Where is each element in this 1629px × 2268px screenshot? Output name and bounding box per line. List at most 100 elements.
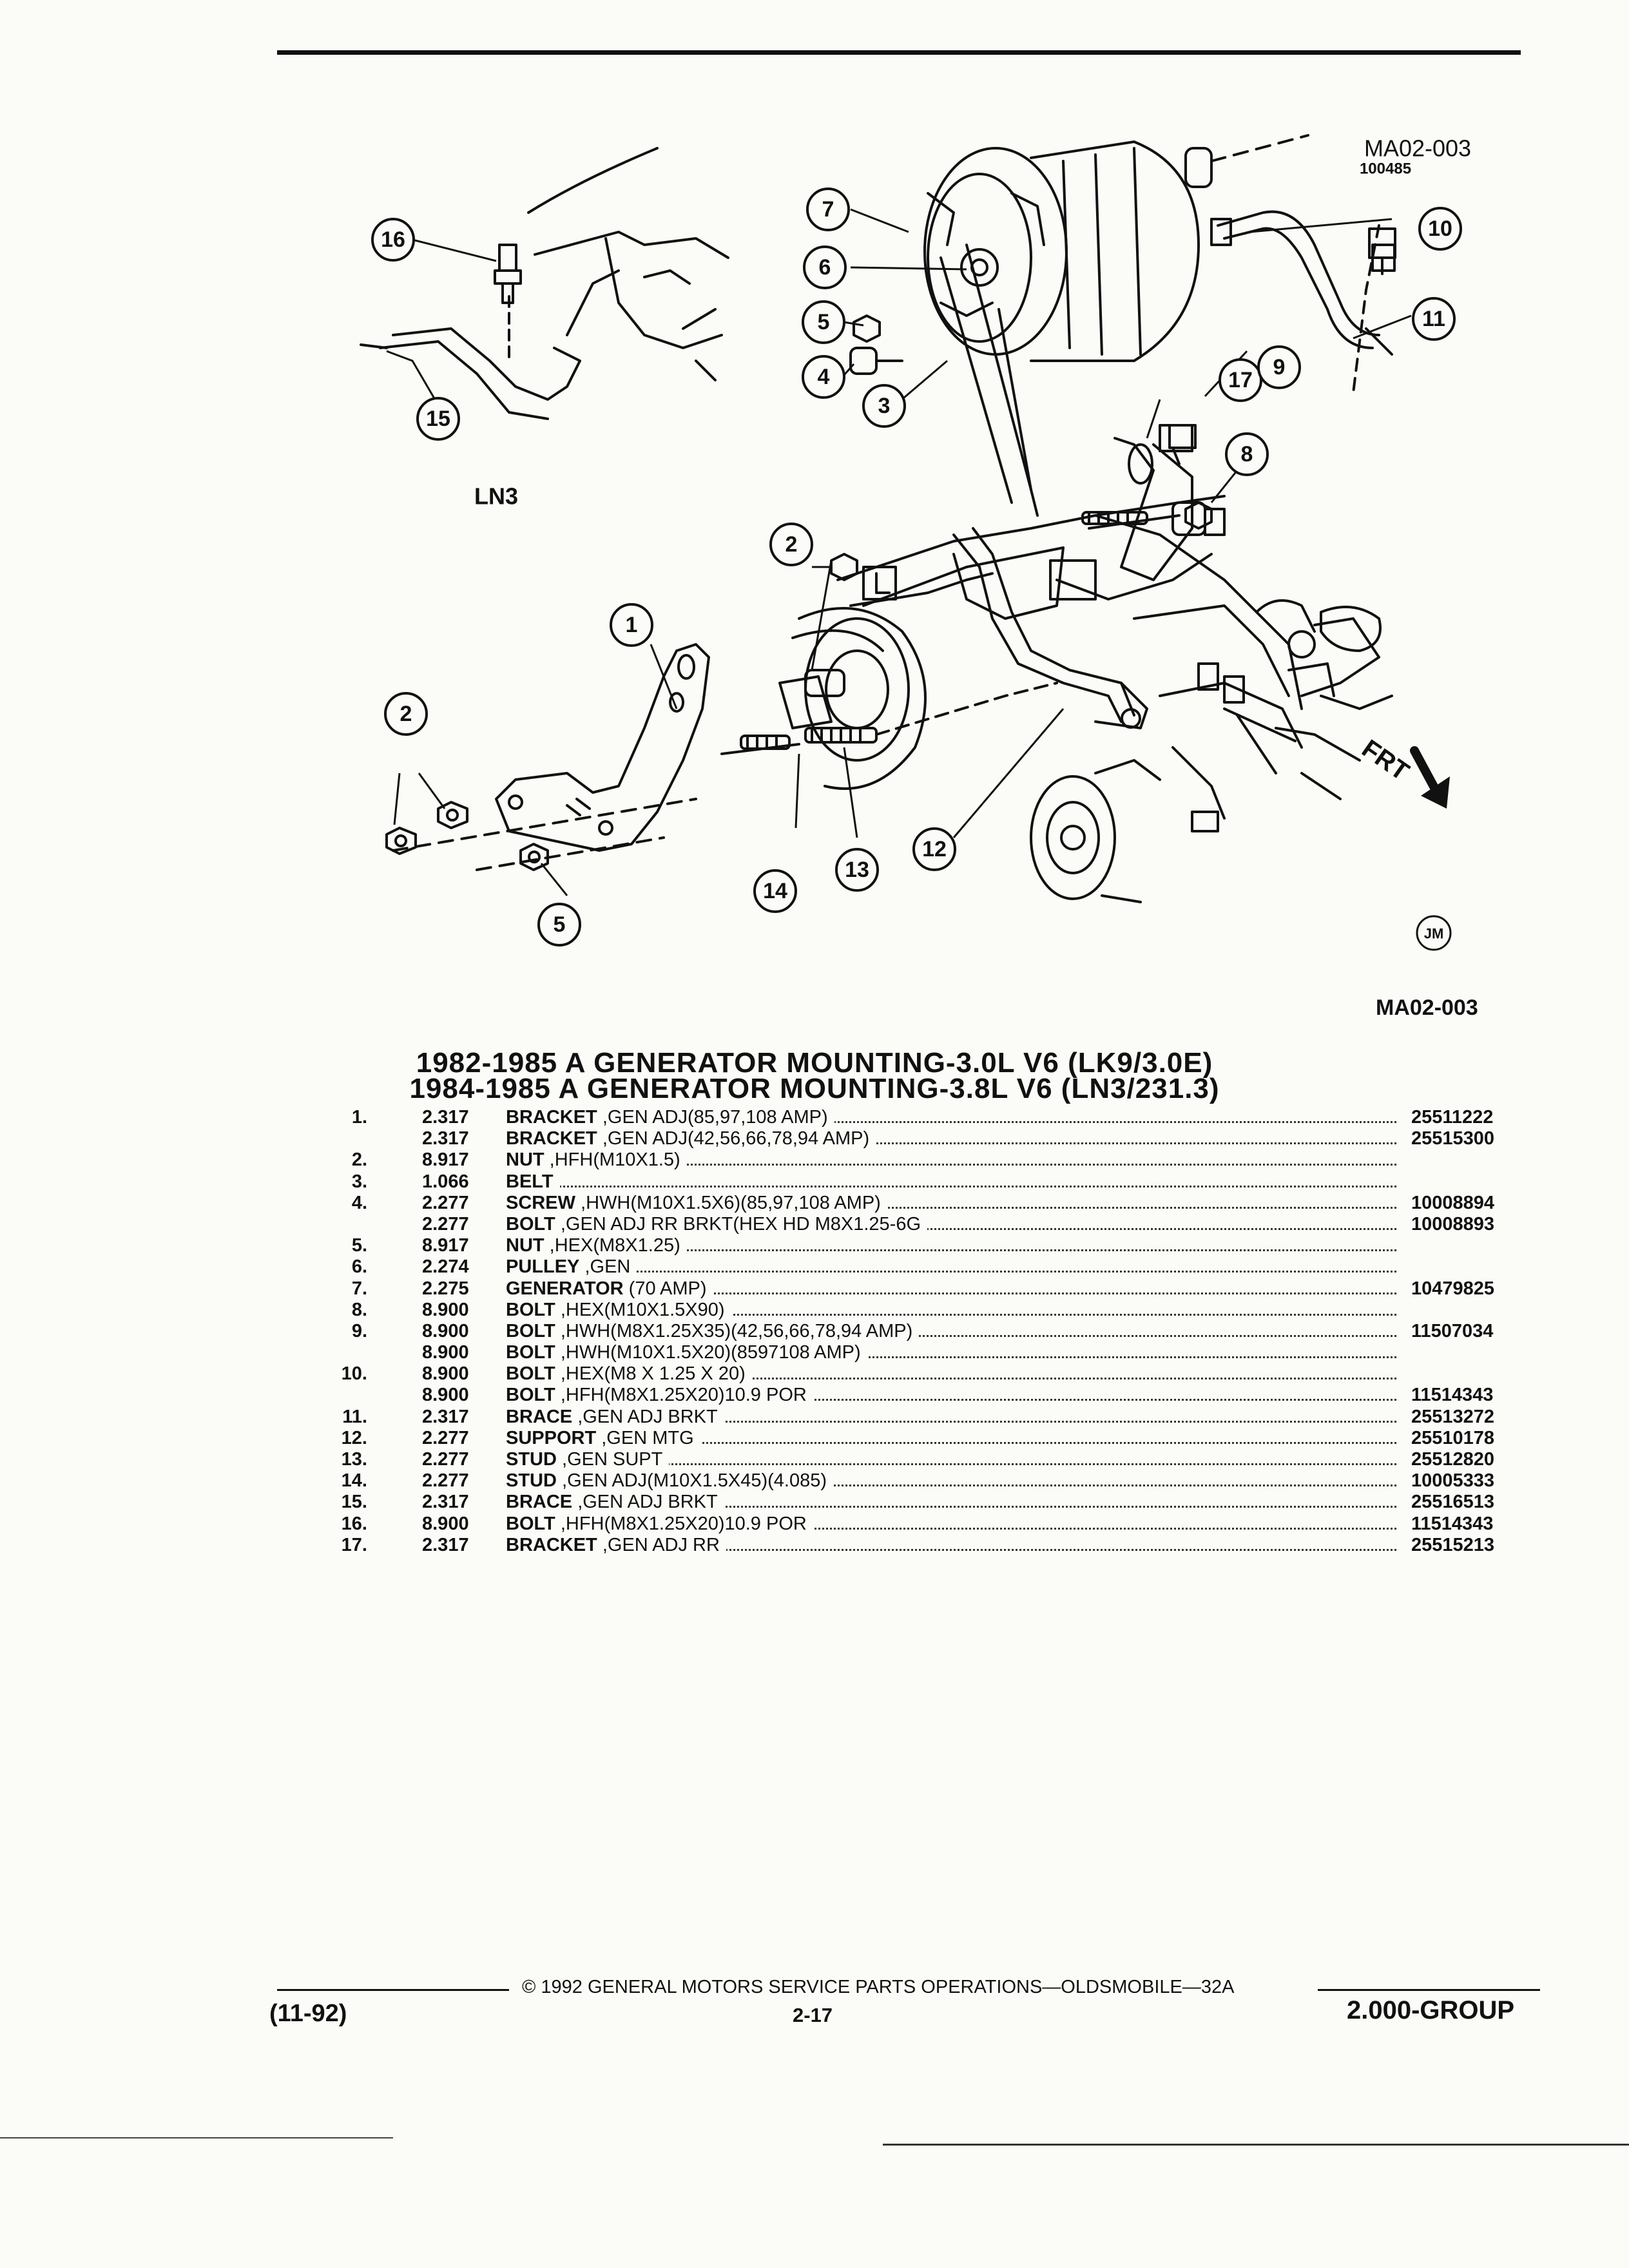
part-index: 16. xyxy=(341,1513,367,1534)
part-detail: ,GEN ADJ BRKT xyxy=(577,1492,718,1513)
section-title-1: 1982-1985 A GENERATOR MOUNTING-3.0L V6 (… xyxy=(416,1047,1213,1079)
part-index: 4. xyxy=(351,1192,367,1213)
part-name: PULLEY xyxy=(506,1256,580,1278)
parts-list: 1. 2.317 BRACKET ,GEN ADJ(85,97,108 AMP) 25… xyxy=(322,1107,1547,1556)
description-cell: PULLEY ,GEN xyxy=(506,1256,1402,1278)
part-detail: ,HFH(M8X1.25X20)10.9 POR xyxy=(560,1385,807,1406)
group-number: 2.277 xyxy=(422,1192,469,1213)
part-index: 13. xyxy=(341,1449,367,1470)
dot-leader xyxy=(506,1142,1396,1145)
part-index: 14. xyxy=(341,1470,367,1492)
group-number: 8.917 xyxy=(422,1235,469,1256)
part-detail: ,GEN ADJ(M10X1.5X45)(4.085) xyxy=(562,1470,827,1492)
part-detail: ,GEN xyxy=(584,1256,631,1278)
part-number: 25515213 xyxy=(1411,1534,1495,1555)
part-description: BRACKET ,GEN ADJ RR xyxy=(506,1534,726,1555)
description-cell: NUT ,HFH(M10X1.5) xyxy=(506,1149,1402,1171)
part-description: BRACE ,GEN ADJ BRKT xyxy=(506,1492,724,1513)
part-description: BOLT ,HEX(M8 X 1.25 X 20) xyxy=(506,1363,752,1385)
part-name: SCREW xyxy=(506,1192,575,1213)
bolt-10-shape xyxy=(1368,227,1396,275)
part-name: BELT xyxy=(506,1171,554,1192)
dot-leader xyxy=(506,1313,1396,1316)
dot-leader xyxy=(506,1485,1396,1487)
part-name: BOLT xyxy=(506,1320,555,1341)
page-number: 2-17 xyxy=(793,2004,833,2026)
callout-label: 2 xyxy=(786,532,798,557)
part-name: BOLT xyxy=(506,1363,555,1385)
callout-label: 1 xyxy=(626,613,638,637)
part-detail: ,GEN MTG xyxy=(601,1427,694,1448)
description-cell: BOLT ,HWH(M10X1.5X20)(8597108 AMP) xyxy=(506,1342,1402,1363)
callout-label: 16 xyxy=(381,227,405,252)
part-number: 10479825 xyxy=(1411,1278,1495,1299)
description-cell: BRACKET ,GEN ADJ(85,97,108 AMP) xyxy=(506,1107,1402,1128)
part-number: 10008893 xyxy=(1411,1213,1495,1235)
group-number: 8.900 xyxy=(422,1363,469,1385)
dot-leader xyxy=(506,1334,1396,1337)
part-name: GENERATOR xyxy=(506,1278,624,1299)
dot-leader xyxy=(506,1271,1396,1273)
callout-5a xyxy=(802,300,845,344)
callout-8 xyxy=(1225,432,1269,476)
part-index: 1. xyxy=(351,1107,367,1128)
callout-label: 6 xyxy=(819,255,831,280)
callout-15 xyxy=(416,397,460,441)
screw-4-shape xyxy=(849,347,903,375)
description-cell: BRACE ,GEN ADJ BRKT xyxy=(506,1406,1402,1428)
bolt-16-shape xyxy=(494,244,522,304)
bottom-rule-left xyxy=(0,2137,393,2138)
description-cell: BOLT ,HEX(M8 X 1.25 X 20) xyxy=(506,1363,1402,1385)
part-number: 25516513 xyxy=(1411,1492,1495,1513)
part-detail: ,GEN ADJ BRKT xyxy=(577,1406,718,1427)
part-name: BOLT xyxy=(506,1213,555,1235)
dot-leader xyxy=(506,1463,1396,1465)
part-number: 11514343 xyxy=(1411,1385,1494,1406)
description-cell: BRACE ,GEN ADJ BRKT xyxy=(506,1492,1402,1513)
description-cell: BOLT ,GEN ADJ RR BRKT(HEX HD M8X1.25-6G xyxy=(506,1213,1402,1235)
part-description: BRACE ,GEN ADJ BRKT xyxy=(506,1406,724,1427)
part-name: BRACE xyxy=(506,1406,573,1427)
dot-leader xyxy=(506,1164,1396,1166)
callout-label: 8 xyxy=(1241,442,1253,466)
section-title-2: 1984-1985 A GENERATOR MOUNTING-3.8L V6 (… xyxy=(409,1073,1220,1104)
part-index: 9. xyxy=(351,1320,367,1341)
group-number: 2.317 xyxy=(422,1406,469,1427)
part-index: 10. xyxy=(341,1363,367,1385)
generator-shape xyxy=(923,134,1309,362)
part-description: STUD ,GEN SUPT xyxy=(506,1449,670,1470)
part-index: 11. xyxy=(342,1406,367,1427)
group-number: 2.317 xyxy=(422,1107,469,1128)
callout-1 xyxy=(610,603,653,647)
dot-leader xyxy=(506,1399,1396,1401)
dot-leader xyxy=(506,1420,1396,1423)
callout-label: 17 xyxy=(1228,368,1253,392)
part-name: NUT xyxy=(506,1149,545,1171)
group-number: 1.066 xyxy=(422,1171,469,1192)
group-label: 2.000-GROUP xyxy=(1347,1996,1515,2024)
ln3-inset-lines xyxy=(360,147,729,420)
part-index: 17. xyxy=(341,1534,367,1555)
description-cell: BOLT ,HFH(M8X1.25X20)10.9 POR xyxy=(506,1513,1402,1535)
part-index: 8. xyxy=(351,1299,367,1320)
callout-14 xyxy=(753,869,797,913)
dot-leader xyxy=(506,1121,1396,1123)
description-cell: BOLT ,HEX(M10X1.5X90) xyxy=(506,1299,1402,1321)
description-cell: BRACKET ,GEN ADJ(42,56,66,78,94 AMP) xyxy=(506,1128,1402,1149)
callout-label: 4 xyxy=(818,365,830,389)
dot-leader xyxy=(506,1206,1396,1209)
description-cell: SCREW ,HWH(M10X1.5X6)(85,97,108 AMP) xyxy=(506,1192,1402,1214)
part-number: 10008894 xyxy=(1411,1192,1495,1213)
group-number: 2.317 xyxy=(422,1492,469,1513)
part-name: BRACE xyxy=(506,1492,573,1513)
engine-front-shape xyxy=(836,514,1393,800)
part-detail: ,HWH(M10X1.5X6)(85,97,108 AMP) xyxy=(581,1192,881,1213)
callout-4 xyxy=(802,355,845,399)
part-detail: ,GEN ADJ(42,56,66,78,94 AMP) xyxy=(602,1128,870,1149)
